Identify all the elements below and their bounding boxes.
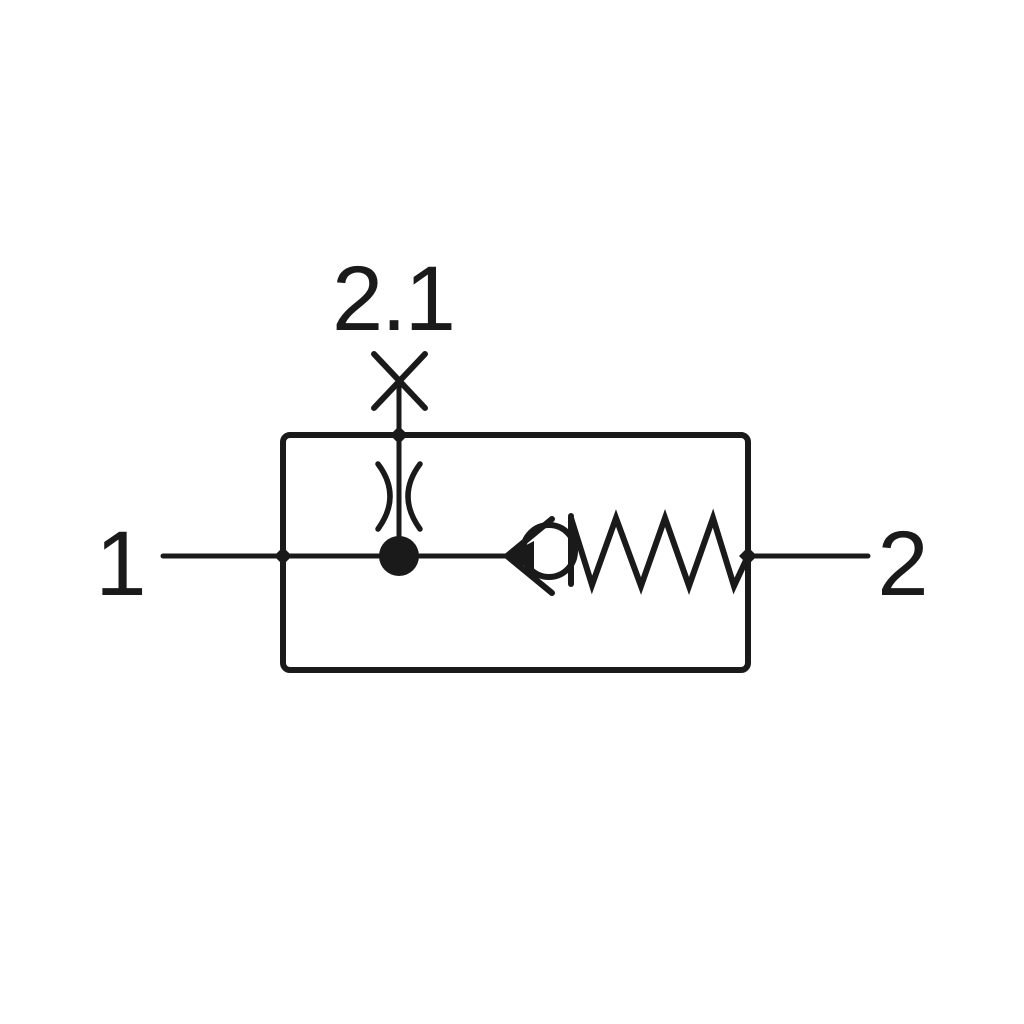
- return-spring-icon: [568, 508, 751, 596]
- wall-junction-left: [274, 547, 292, 565]
- junction-dot: [379, 536, 419, 576]
- component-id-label: 2.1: [332, 248, 454, 350]
- wall-junction-top: [390, 426, 408, 444]
- throttle-orifice-icon: [375, 461, 423, 532]
- check-valve-ball-icon: [520, 522, 578, 580]
- port-1-label: 1: [95, 513, 144, 615]
- check-valve-seat-icon: [502, 516, 555, 596]
- port-2-label: 2: [877, 513, 926, 615]
- plugged-test-port-x-icon: [371, 351, 428, 411]
